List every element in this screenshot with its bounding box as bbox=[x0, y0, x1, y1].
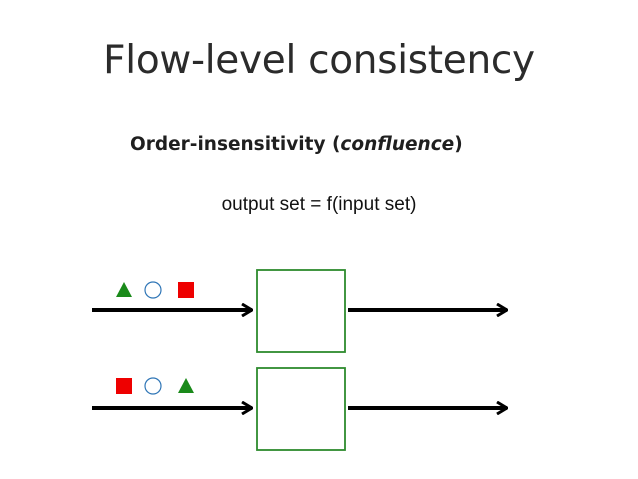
subtitle-close: ) bbox=[454, 134, 463, 155]
operator-box bbox=[256, 367, 346, 451]
triangle-token bbox=[178, 378, 194, 393]
formula-text: output set = f(input set) bbox=[221, 194, 417, 215]
subtitle-emphasis: confluence bbox=[340, 134, 455, 155]
subtitle-text: Order-insensitivity ( bbox=[130, 134, 341, 155]
flow-2 bbox=[92, 367, 507, 451]
square-token bbox=[116, 378, 132, 394]
circle-token bbox=[144, 281, 162, 299]
triangle-token bbox=[116, 282, 132, 297]
flows-layer bbox=[92, 269, 507, 451]
circle-token bbox=[144, 377, 162, 395]
square-token bbox=[178, 282, 194, 298]
slide-title: Flow-level consistency bbox=[103, 38, 535, 83]
operator-box bbox=[256, 269, 346, 353]
slide-subtitle: Order-insensitivity (confluence) bbox=[130, 134, 463, 155]
flow-1 bbox=[92, 269, 507, 353]
